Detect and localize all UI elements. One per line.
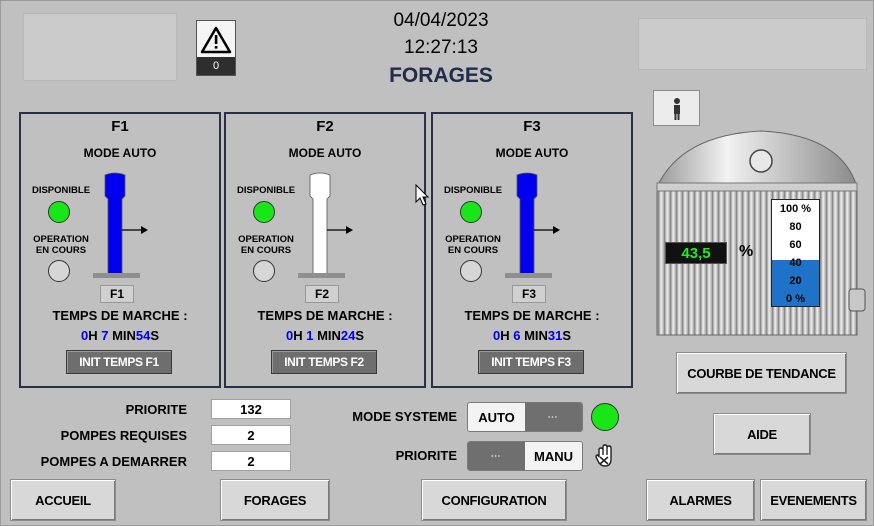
priorite-switch-value: MANU <box>534 448 573 464</box>
aide-button[interactable]: AIDE <box>713 413 811 455</box>
temps-de-marche-value: 0H 1 MIN24S <box>285 328 365 343</box>
temps-de-marche-label: TEMPS DE MARCHE : <box>52 308 188 323</box>
disponible-led <box>253 201 275 223</box>
tank-graphic <box>656 130 866 336</box>
logo-placeholder-left <box>23 13 177 81</box>
forages-button[interactable]: FORAGES <box>220 479 330 521</box>
pompes-a-demarrer-label: POMPES A DEMARRER <box>40 454 187 469</box>
evenements-button[interactable]: EVENEMENTS <box>760 479 867 521</box>
header-date: 04/04/2023 <box>393 10 489 31</box>
alarm-count: 0 <box>197 57 235 75</box>
pompes-requises-value[interactable]: 2 <box>211 425 291 445</box>
priorite-label: PRIORITE <box>125 402 187 417</box>
operation-led <box>48 260 70 282</box>
pump-base <box>505 273 552 278</box>
pump-icon <box>309 172 353 275</box>
tank-level-fill <box>772 259 819 306</box>
operation-led <box>253 260 275 282</box>
tank-scale-label: 80 <box>789 221 802 233</box>
operation-led <box>460 260 482 282</box>
pump-tag: F2 <box>305 285 339 303</box>
pump-title: F1 <box>111 118 129 135</box>
accueil-button[interactable]: ACCUEIL <box>10 479 116 521</box>
pump-icon <box>516 172 560 275</box>
page-title: FORAGES <box>389 64 493 87</box>
pump-mode: MODE AUTO <box>83 146 157 160</box>
tank-level-display: 43,5 <box>665 242 727 264</box>
disponible-led <box>460 201 482 223</box>
init-temps-button[interactable]: INIT TEMPS F3 <box>478 350 584 374</box>
disponible-label: DISPONIBLE <box>31 185 91 196</box>
pump-icon <box>104 172 148 275</box>
mode-systeme-label: MODE SYSTEME <box>352 409 457 424</box>
pump-panel-f2: F2 MODE AUTO DISPONIBLE OPERATION EN COU… <box>224 112 426 388</box>
disponible-label: DISPONIBLE <box>443 185 503 196</box>
disponible-label: DISPONIBLE <box>236 185 296 196</box>
operation-label-line2: EN COURS <box>447 245 499 256</box>
mode-systeme-switch[interactable]: AUTO ⋯ <box>467 402 583 432</box>
pump-mode: MODE AUTO <box>288 146 362 160</box>
manual-hand-icon <box>595 444 612 467</box>
tank-level-unit: % <box>739 243 754 260</box>
operation-label-line2: EN COURS <box>35 245 87 256</box>
operation-label-line1: OPERATION <box>33 234 89 245</box>
init-temps-button[interactable]: INIT TEMPS F2 <box>271 350 377 374</box>
pump-mode: MODE AUTO <box>495 146 569 160</box>
temps-de-marche-label: TEMPS DE MARCHE : <box>464 308 600 323</box>
tank-level-gauge: 100 % 80 60 40 20 0 % <box>771 199 820 307</box>
temps-de-marche-value: 0H 7 MIN54S <box>80 328 160 343</box>
pump-tag: F1 <box>100 285 134 303</box>
operation-label-line2: EN COURS <box>240 245 292 256</box>
configuration-button[interactable]: CONFIGURATION <box>421 479 567 521</box>
priorite-switch[interactable]: ⋯ MANU <box>467 441 583 471</box>
priorite-value[interactable]: 132 <box>211 399 291 419</box>
user-login-button[interactable] <box>653 90 700 126</box>
temps-de-marche-label: TEMPS DE MARCHE : <box>257 308 393 323</box>
mode-systeme-status-led <box>591 403 619 431</box>
priorite-switch-knob: ⋯ <box>468 442 525 470</box>
init-temps-button[interactable]: INIT TEMPS F1 <box>66 350 172 374</box>
mouse-cursor-icon <box>415 184 430 206</box>
person-icon <box>674 98 680 120</box>
priorite-switch-label: PRIORITE <box>395 448 457 463</box>
pompes-requises-label: POMPES REQUISES <box>60 428 187 443</box>
pompes-a-demarrer-value[interactable]: 2 <box>211 451 291 471</box>
alarm-indicator-button[interactable]: 0 <box>196 20 236 76</box>
tank-scale-label: 0 % <box>786 293 805 305</box>
alarmes-button[interactable]: ALARMES <box>646 479 755 521</box>
mode-systeme-value: AUTO <box>478 409 515 425</box>
tank-scale-label: 40 <box>789 257 802 269</box>
header-time: 12:27:13 <box>404 37 478 58</box>
tank-scale-label: 20 <box>789 275 802 287</box>
logo-placeholder-right <box>638 18 867 70</box>
tank-scale-label: 60 <box>789 239 802 251</box>
pump-title: F3 <box>523 118 541 135</box>
warning-icon <box>200 26 232 54</box>
tank-scale-label: 100 % <box>779 203 812 215</box>
pump-tag: F3 <box>512 285 546 303</box>
pump-base <box>93 273 140 278</box>
operation-label-line1: OPERATION <box>445 234 501 245</box>
mode-systeme-knob: ⋯ <box>525 403 582 431</box>
pump-title: F2 <box>316 118 334 135</box>
pump-panel-f1: F1 MODE AUTO DISPONIBLE OPERATION EN COU… <box>19 112 221 388</box>
temps-de-marche-value: 0H 6 MIN31S <box>492 328 572 343</box>
courbe-de-tendance-button[interactable]: COURBE DE TENDANCE <box>676 352 847 394</box>
operation-label-line1: OPERATION <box>238 234 294 245</box>
pump-panel-f3: F3 MODE AUTO DISPONIBLE OPERATION EN COU… <box>431 112 633 388</box>
disponible-led <box>48 201 70 223</box>
pump-base <box>298 273 345 278</box>
